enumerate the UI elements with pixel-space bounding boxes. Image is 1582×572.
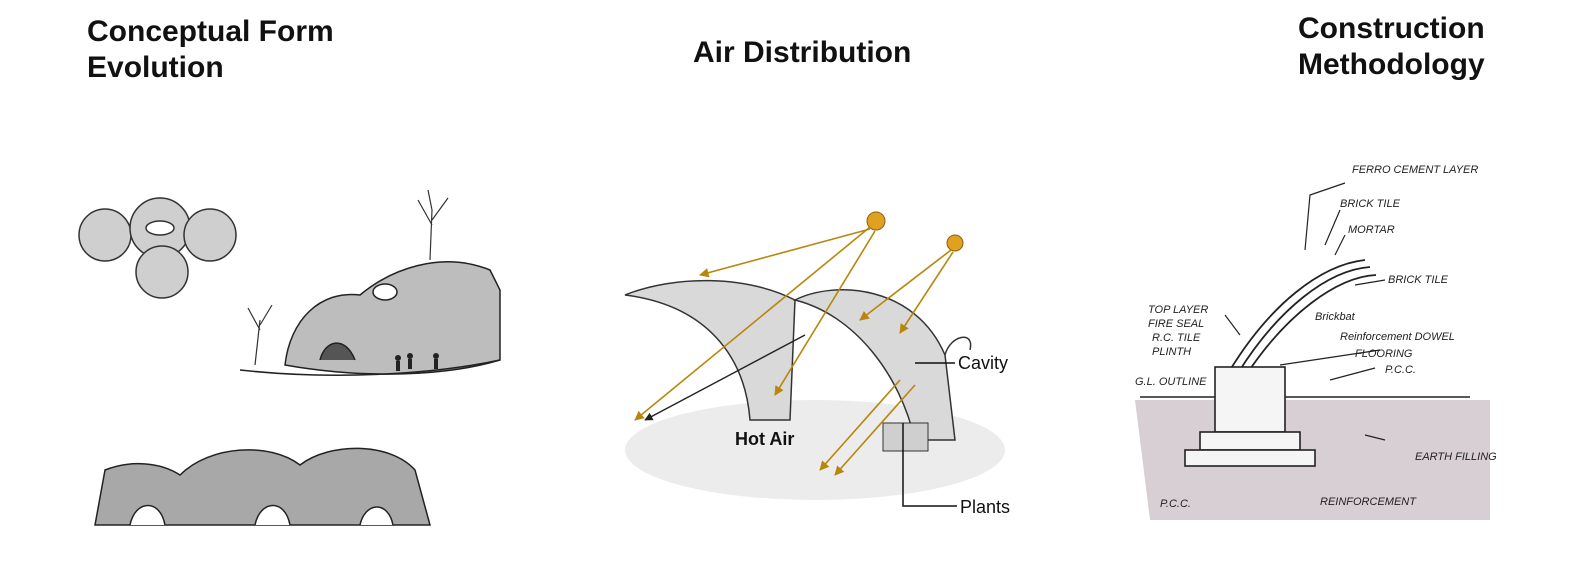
cavity-label: Cavity bbox=[958, 353, 1008, 373]
note-mortar: MORTAR bbox=[1348, 224, 1395, 236]
note-top-layer: TOP LAYER bbox=[1148, 304, 1208, 316]
note-pcc-right: P.C.C. bbox=[1385, 364, 1416, 376]
tree-sketch bbox=[247, 189, 449, 366]
perspective-sketch bbox=[239, 261, 501, 376]
plan-sketch bbox=[78, 197, 237, 299]
note-reinforcement-bottom: REINFORCEMENT bbox=[1320, 496, 1417, 508]
foundation bbox=[1140, 366, 1470, 467]
note-brick-tile-top: BRICK TILE bbox=[1340, 198, 1401, 210]
cavity-planter bbox=[882, 422, 929, 452]
plants-leader bbox=[902, 423, 957, 507]
note-brick-tile: BRICK TILE bbox=[1388, 274, 1449, 286]
elevation-sketch bbox=[94, 447, 431, 526]
plants-label: Plants bbox=[960, 497, 1010, 517]
form-title-line1: Conceptual Form bbox=[87, 15, 334, 48]
note-plinth: PLINTH bbox=[1152, 346, 1191, 358]
note-earth-filling: EARTH FILLING bbox=[1415, 451, 1497, 463]
form-title: Conceptual Form Evolution bbox=[87, 14, 334, 86]
vault-shells bbox=[624, 279, 972, 441]
construction-title-line2: Methodology bbox=[1298, 48, 1485, 81]
sun-icon bbox=[866, 211, 886, 231]
people-sketch bbox=[395, 353, 439, 371]
sun-icon bbox=[946, 234, 964, 252]
note-brickbat: Brickbat bbox=[1315, 311, 1356, 323]
shell-layers bbox=[1229, 259, 1377, 376]
hot-air-arrow bbox=[644, 334, 806, 421]
note-reinforcement-dowel: Reinforcement DOWEL bbox=[1340, 331, 1455, 343]
hot-air-label: Hot Air bbox=[735, 429, 794, 449]
note-ferro: FERRO CEMENT LAYER bbox=[1352, 164, 1478, 176]
construction-title-line1: Construction bbox=[1298, 12, 1485, 45]
note-rcc-tile: R.C. TILE bbox=[1152, 332, 1201, 344]
note-gl: G.L. OUTLINE bbox=[1135, 376, 1207, 388]
form-title-line2: Evolution bbox=[87, 51, 224, 84]
form-sketches bbox=[78, 189, 501, 526]
leader-lines bbox=[1224, 182, 1386, 441]
air-title: Air Distribution bbox=[693, 36, 912, 69]
note-fire-seal: FIRE SEAL bbox=[1148, 318, 1204, 330]
sun-rays bbox=[634, 226, 954, 476]
air-diagram: Hot Air Cavity Plants bbox=[624, 211, 1010, 517]
note-pcc: P.C.C. bbox=[1160, 498, 1191, 510]
construction-title: Construction Methodology bbox=[1298, 11, 1485, 83]
construction-detail: FERRO CEMENT LAYER BRICK TILE MORTAR BRI… bbox=[1135, 164, 1497, 520]
note-flooring: FLOORING bbox=[1355, 348, 1413, 360]
